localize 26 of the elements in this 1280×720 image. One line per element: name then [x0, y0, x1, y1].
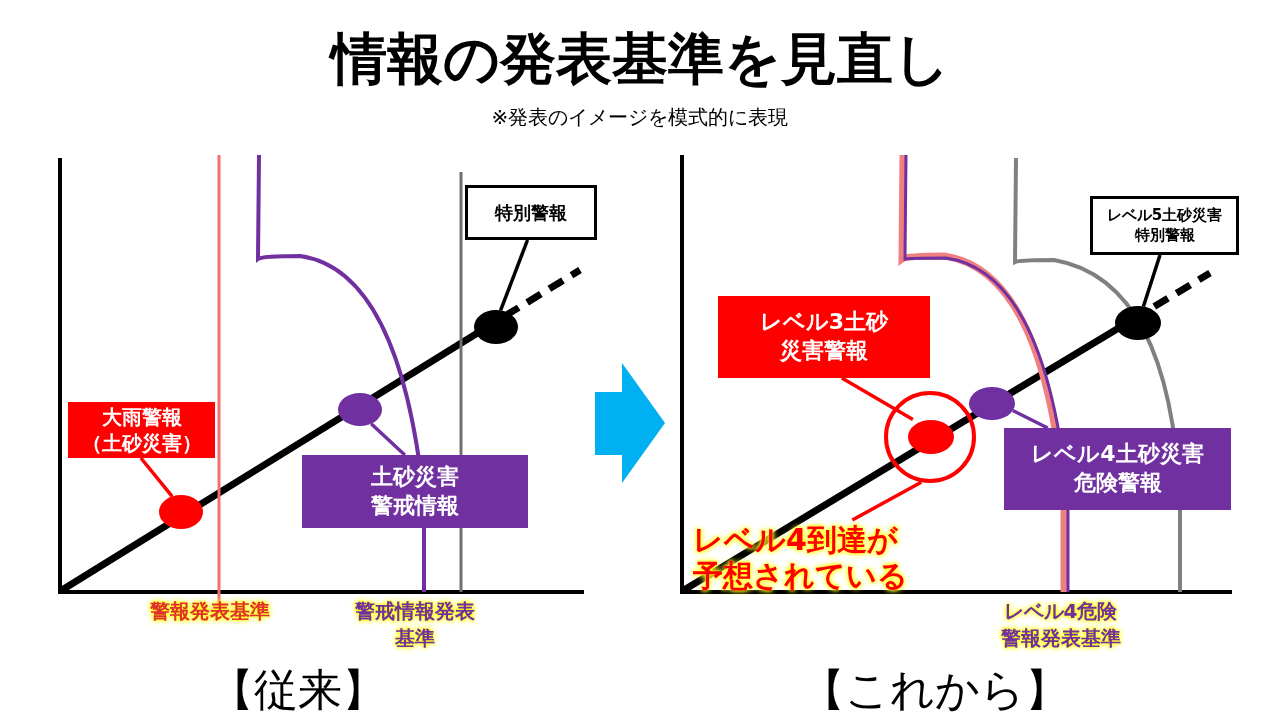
data-point — [159, 495, 203, 529]
leader-line — [840, 376, 914, 422]
leader-line — [1012, 408, 1049, 430]
axis-label: 警戒情報発表基準 — [353, 598, 476, 652]
warning-box: 土砂災害警戒情報 — [302, 455, 528, 528]
leader-line — [370, 422, 406, 457]
warning-box: 大雨警報 （土砂災害） — [68, 402, 215, 458]
axis-label: 警報発表基準 — [149, 598, 271, 625]
axis-label: レベル4危険警報発表基準 — [999, 598, 1122, 652]
leader-line — [1141, 254, 1162, 308]
panel-heading: 【これから】 — [800, 663, 1070, 717]
data-point — [969, 387, 1015, 420]
leader-line — [139, 456, 174, 498]
highlight-ring — [884, 391, 976, 483]
leader-line — [498, 239, 530, 312]
data-point — [474, 310, 518, 344]
warning-box: レベル5土砂災害特別警報 — [1090, 196, 1239, 255]
data-point — [908, 420, 954, 454]
warning-box: レベル4土砂災害危険警報 — [1004, 428, 1231, 510]
warning-box: 特別警報 — [465, 185, 597, 240]
data-point — [1115, 306, 1161, 340]
warning-box: レベル3土砂災害警報 — [718, 296, 930, 378]
note: ※発表のイメージを模式的に表現 — [490, 104, 790, 131]
data-point — [338, 393, 382, 426]
panel-heading: 【従来】 — [209, 663, 387, 717]
title: 情報の発表基準を見直し — [327, 25, 951, 93]
